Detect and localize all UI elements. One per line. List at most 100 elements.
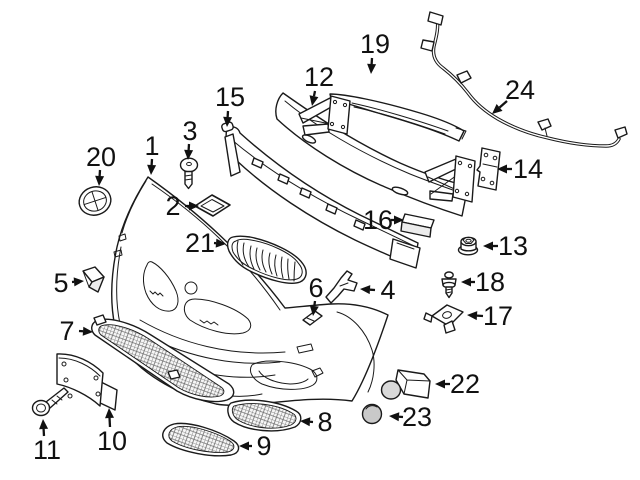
callout-16: 16: [363, 205, 404, 235]
part-number-label: 2: [165, 191, 180, 221]
callout-20: 20: [86, 142, 116, 186]
part-bolt: [441, 271, 457, 299]
arrowhead-icon: [483, 241, 493, 251]
arrowhead-icon: [239, 441, 249, 451]
callout-10: 10: [97, 408, 127, 456]
arrowhead-icon: [95, 175, 105, 186]
callout-14: 14: [497, 154, 543, 184]
callout-18: 18: [461, 267, 505, 297]
callout-21: 21: [185, 228, 226, 258]
callout-12: 12: [304, 62, 334, 106]
callout-13: 13: [483, 231, 528, 261]
part-number-label: 9: [256, 431, 271, 461]
arrowhead-icon: [189, 201, 199, 211]
leader-line: [498, 100, 508, 109]
arrowhead-icon: [184, 149, 194, 160]
callout-22: 22: [435, 369, 480, 399]
part-wiring-harness: [420, 11, 628, 148]
arrowhead-icon: [82, 326, 93, 336]
part-center-grille: [91, 314, 235, 403]
arrowhead-icon: [367, 63, 377, 74]
callout-5: 5: [53, 268, 84, 298]
part-number-label: 20: [86, 142, 116, 172]
arrowhead-icon: [394, 215, 404, 225]
arrowhead-icon: [215, 238, 226, 248]
part-clip-17: [423, 304, 464, 334]
part-number-label: 4: [380, 275, 395, 305]
arrowhead-icon: [389, 412, 400, 422]
part-number-label: 22: [450, 369, 480, 399]
callout-8: 8: [300, 407, 333, 437]
part-support-strip: [329, 93, 467, 142]
callout-7: 7: [59, 316, 93, 346]
arrowhead-icon: [461, 277, 471, 287]
arrowhead-icon: [435, 379, 445, 389]
callout-9: 9: [239, 431, 272, 461]
part-number-label: 18: [475, 267, 505, 297]
leader-line: [313, 300, 317, 307]
part-number-label: 13: [498, 231, 528, 261]
part-absorber-block: [400, 213, 435, 238]
arrowhead-icon: [309, 95, 319, 106]
part-number-label: 12: [304, 62, 334, 92]
part-impact-bar: [275, 92, 476, 217]
part-number-label: 11: [33, 435, 61, 465]
part-license-plate-base: [56, 353, 118, 411]
arrowhead-icon: [105, 408, 115, 419]
part-side-grille-left: [162, 422, 240, 457]
arrowhead-icon: [497, 164, 507, 174]
part-number-label: 8: [317, 407, 332, 437]
part-carrier-support: [221, 121, 421, 269]
part-number-label: 23: [402, 402, 432, 432]
arrowhead-icon: [467, 311, 478, 321]
arrowhead-icon: [147, 164, 157, 175]
part-cover-wedge: [302, 310, 323, 326]
callout-3: 3: [182, 116, 198, 160]
part-number-label: 5: [53, 268, 68, 298]
part-cap: [361, 403, 383, 425]
part-screw-3: [179, 157, 199, 190]
part-emblem: [78, 186, 112, 216]
callout-24: 24: [492, 75, 535, 114]
arrowhead-icon: [309, 305, 319, 316]
callout-4: 4: [360, 275, 396, 305]
arrowhead-icon: [360, 285, 371, 295]
callout-15: 15: [215, 82, 245, 127]
part-side-grille-right: [227, 399, 302, 432]
arrowhead-icon: [73, 277, 84, 287]
part-number-label: 7: [59, 316, 74, 346]
callout-1: 1: [144, 131, 160, 175]
arrowhead-icon: [223, 116, 233, 127]
part-bracket-4: [325, 270, 358, 304]
leader-line: [312, 90, 317, 97]
part-number-label: 10: [97, 426, 127, 456]
part-number-label: 24: [505, 75, 535, 105]
arrowhead-icon: [39, 419, 49, 430]
part-number-label: 21: [185, 228, 215, 258]
part-number-label: 19: [360, 29, 390, 59]
part-kidney-grille: [226, 235, 307, 284]
part-number-label: 1: [144, 131, 159, 161]
callout-17: 17: [467, 301, 513, 331]
part-number-label: 16: [363, 205, 393, 235]
part-number-label: 6: [308, 273, 323, 303]
part-bracket-plate: [476, 147, 501, 191]
arrowhead-icon: [492, 104, 503, 114]
part-screw-11: [31, 387, 69, 417]
part-number-label: 14: [513, 154, 543, 184]
callout-11: 11: [33, 419, 61, 465]
part-flange-nut: [457, 236, 479, 256]
part-pdc-sensor: [380, 369, 431, 400]
part-guide-wedge: [82, 266, 105, 293]
part-number-label: 15: [215, 82, 245, 112]
callout-23: 23: [389, 402, 432, 432]
callout-19: 19: [360, 29, 390, 74]
callout-2: 2: [165, 191, 199, 221]
part-number-label: 3: [182, 116, 197, 146]
part-bumper-cover: [111, 176, 389, 407]
arrowhead-icon: [300, 417, 311, 427]
part-number-label: 17: [483, 301, 513, 331]
